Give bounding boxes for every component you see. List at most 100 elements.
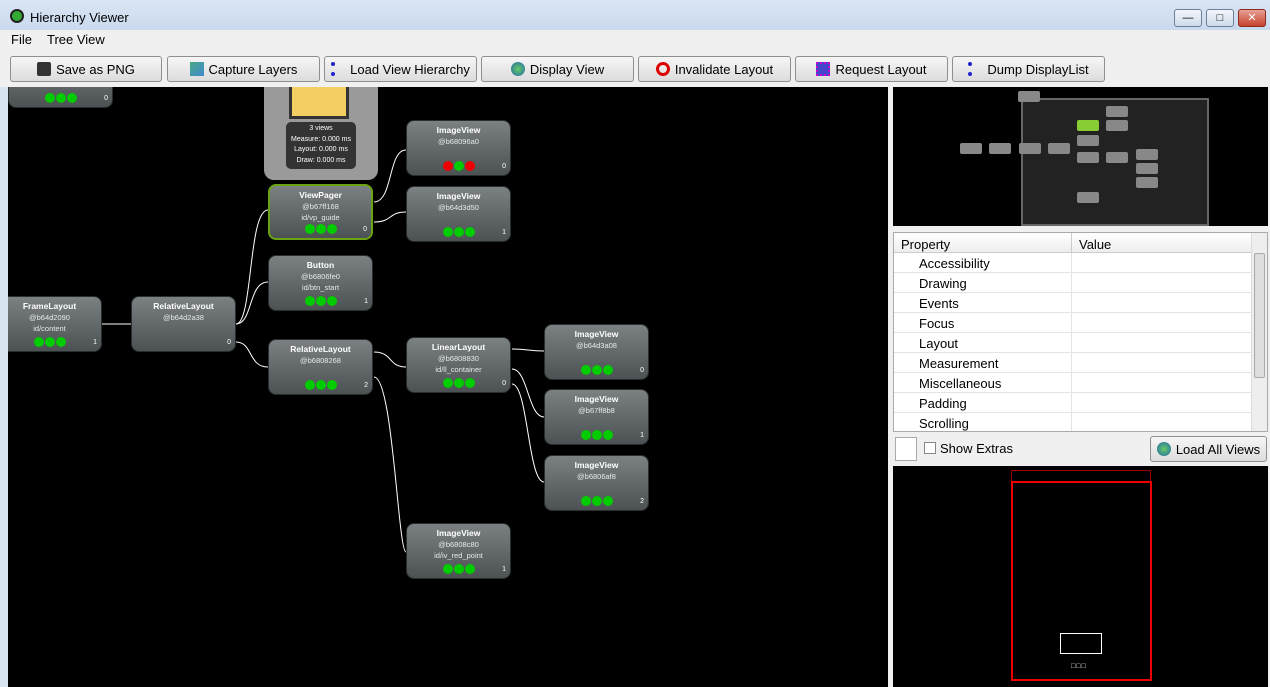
color-swatch[interactable] <box>895 437 917 461</box>
green-status-dot <box>315 380 326 390</box>
property-row[interactable]: Focus <box>894 313 1267 333</box>
capture-layers-button[interactable]: Capture Layers <box>167 56 320 82</box>
green-status-dot <box>33 337 44 347</box>
green-status-dot <box>453 227 464 237</box>
label: Load View Hierarchy <box>350 61 470 77</box>
view-node[interactable]: RelativeLayout @b6808268 2 <box>268 339 373 395</box>
menu-tree-view[interactable]: Tree View <box>47 32 105 47</box>
property-name: Measurement <box>894 353 1072 372</box>
green-status-dot <box>315 224 326 234</box>
node-id: id/iv_red_point <box>434 551 483 560</box>
node-index: 0 <box>104 95 108 102</box>
load-all-views-button[interactable]: Load All Views <box>1150 436 1267 462</box>
node-index: 1 <box>93 339 97 346</box>
label: Save as PNG <box>56 61 135 77</box>
view-node[interactable]: ViewPager @b67ff168 id/vp_guide 0 <box>268 184 373 240</box>
tooltip-measure: Measure: 0.000 ms <box>291 135 351 143</box>
property-row[interactable]: Layout <box>894 333 1267 353</box>
tooltip-layout: Layout: 0.000 ms <box>294 146 348 153</box>
node-address: @b6808268 <box>300 356 341 365</box>
save-as-png-button[interactable]: Save as PNG <box>10 56 162 82</box>
label: Dump DisplayList <box>987 61 1089 77</box>
layout-preview[interactable]: □□□ <box>893 466 1268 687</box>
green-status-dot <box>453 378 464 388</box>
show-extras-checkbox[interactable] <box>924 442 936 454</box>
node-address: @b64d2090 <box>29 313 70 322</box>
load-view-hierarchy-button[interactable]: Load View Hierarchy <box>324 56 477 82</box>
node-class: ViewPager <box>299 190 342 200</box>
tooltip-views: 3 views <box>309 125 333 132</box>
column-property[interactable]: Property <box>894 233 1072 252</box>
hierarchy-icon <box>331 62 345 76</box>
display-view-button[interactable]: Display View <box>481 56 634 82</box>
minimize-button[interactable]: — <box>1174 9 1202 27</box>
node-class: RelativeLayout <box>290 344 351 354</box>
green-status-dot <box>442 378 453 388</box>
node-class: FrameLayout <box>22 301 77 311</box>
property-name: Padding <box>894 393 1072 412</box>
property-name: Scrolling <box>894 413 1072 431</box>
property-row[interactable]: Miscellaneous <box>894 373 1267 393</box>
show-extras-label: Show Extras <box>940 441 1013 456</box>
property-row[interactable]: Accessibility <box>894 253 1267 273</box>
property-row[interactable]: Measurement <box>894 353 1267 373</box>
close-button[interactable]: ✕ <box>1238 9 1266 27</box>
green-status-dot <box>602 496 613 506</box>
property-row[interactable]: Scrolling <box>894 413 1267 431</box>
green-status-dot <box>66 93 77 103</box>
green-status-dot <box>453 161 464 171</box>
green-status-dot <box>44 93 55 103</box>
layers-icon <box>189 62 204 76</box>
node-index: 2 <box>364 382 368 389</box>
node-index: 1 <box>502 229 506 236</box>
label: Request Layout <box>835 61 927 77</box>
column-value[interactable]: Value <box>1079 237 1112 252</box>
maximize-button[interactable]: □ <box>1206 9 1234 27</box>
property-row[interactable]: Padding <box>894 393 1267 413</box>
invalidate-layout-button[interactable]: Invalidate Layout <box>638 56 791 82</box>
green-status-dot <box>580 365 591 375</box>
node-class: ImageView <box>436 125 481 135</box>
green-status-dot <box>55 337 66 347</box>
menu-file[interactable]: File <box>11 32 32 47</box>
node-address: @b64d3d50 <box>438 203 479 212</box>
green-status-dot <box>464 564 475 574</box>
property-row[interactable]: Events <box>894 293 1267 313</box>
tree-overview[interactable] <box>893 87 1268 226</box>
request-layout-button[interactable]: Request Layout <box>795 56 948 82</box>
view-tooltip: 3 views Measure: 0.000 ms Layout: 0.000 … <box>264 87 378 180</box>
view-thumbnail <box>289 87 349 119</box>
label: Invalidate Layout <box>674 61 774 77</box>
tooltip-draw: Draw: 0.000 ms <box>296 156 346 164</box>
green-status-dot <box>580 430 591 440</box>
node-id: id/vp_guide <box>301 213 340 222</box>
property-row[interactable]: Drawing <box>894 273 1267 293</box>
globe-icon <box>1156 442 1171 456</box>
label: Capture Layers <box>208 61 298 77</box>
node-address: @b68096a0 <box>438 137 479 146</box>
view-node[interactable]: 0 <box>8 87 113 108</box>
red-status-dot <box>464 161 475 171</box>
green-status-dot <box>602 430 613 440</box>
green-status-dot <box>55 93 66 103</box>
green-status-dot <box>602 365 613 375</box>
dump-displaylist-button[interactable]: Dump DisplayList <box>952 56 1105 82</box>
node-index: 0 <box>363 226 367 233</box>
property-scrollbar[interactable] <box>1251 233 1267 431</box>
node-address: @b67ff168 <box>302 202 339 211</box>
node-address: @b6808c80 <box>438 540 479 549</box>
node-class: RelativeLayout <box>153 301 214 311</box>
